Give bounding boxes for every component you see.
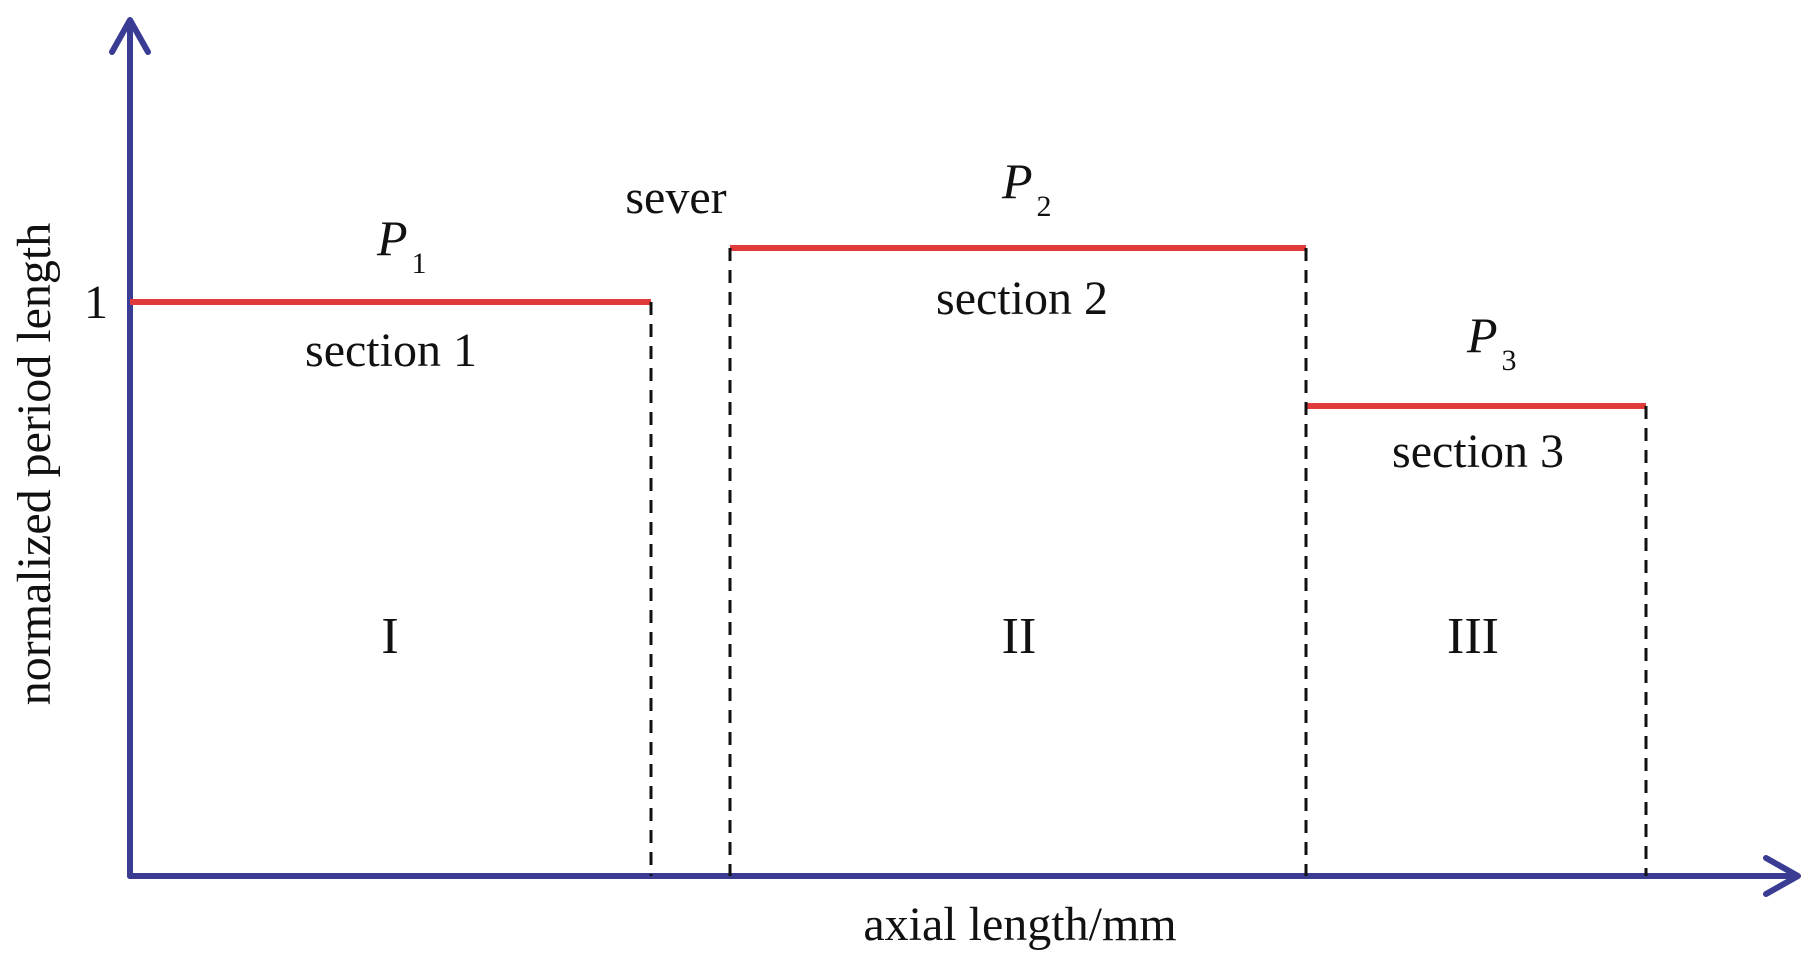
section-roman-3: III	[1447, 608, 1499, 665]
section-name-2: section 2	[936, 272, 1108, 325]
period-subscript-3: 3	[1502, 344, 1517, 377]
period-lines	[130, 245, 1646, 409]
period-symbol-1: P	[376, 210, 408, 266]
section-name-1: section 1	[305, 324, 477, 377]
section-roman-2: II	[1002, 608, 1037, 665]
x-axis-arrowhead	[1763, 855, 1801, 897]
y-axis-arrowhead	[109, 17, 151, 55]
period-symbol-2: P	[1001, 153, 1033, 209]
sever-label: sever	[625, 171, 726, 224]
period-subscript-2: 2	[1037, 190, 1052, 223]
period-symbol-3: P	[1466, 307, 1498, 363]
section-roman-1: I	[381, 608, 398, 665]
axes	[109, 17, 1801, 897]
x-axis-label: axial length/mm	[863, 898, 1176, 951]
period-subscript-1: 1	[412, 247, 427, 280]
section-boundaries	[649, 248, 1648, 876]
y-tick-label: 1	[84, 276, 108, 329]
section-name-3: section 3	[1392, 425, 1564, 478]
y-axis-label: normalized period length	[8, 223, 61, 706]
